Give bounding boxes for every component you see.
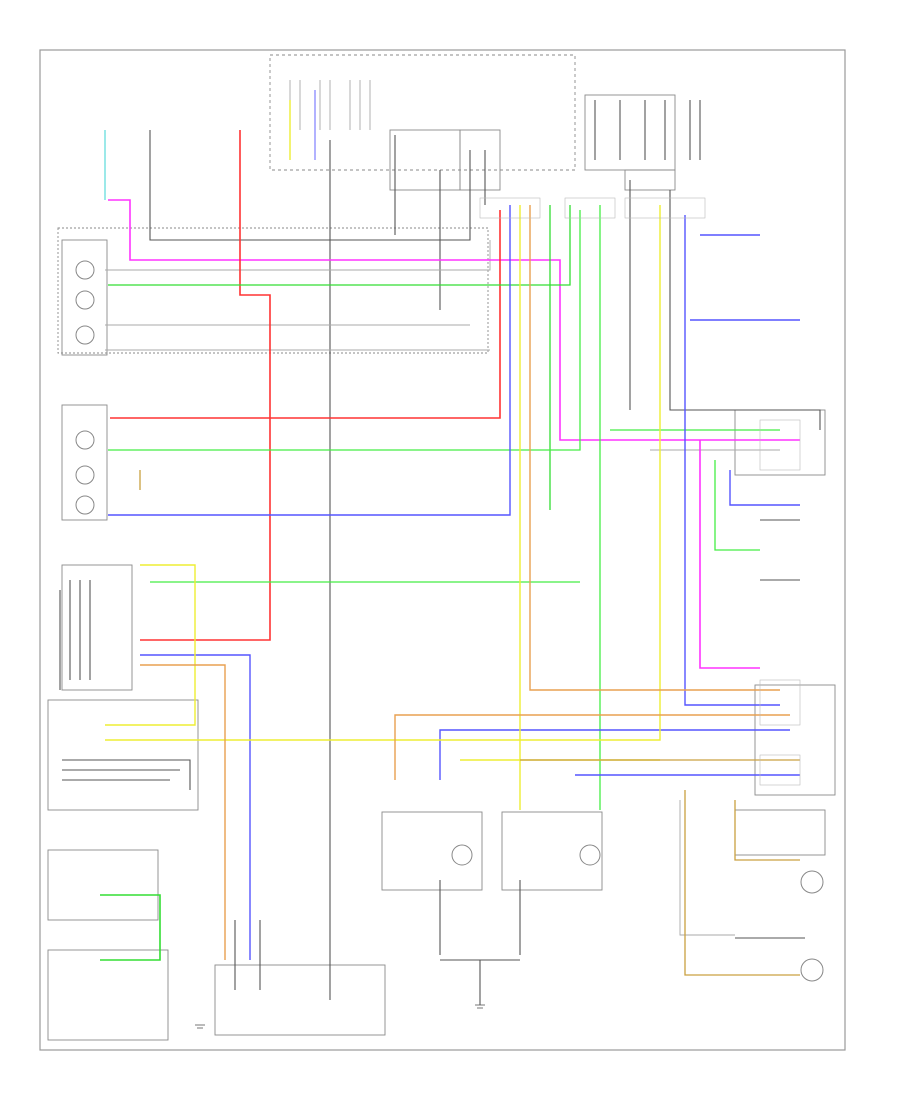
right-side-modules [734, 409, 836, 982]
gray-wires [105, 240, 780, 936]
green-wire-8 [714, 460, 760, 551]
blue-wire-3 [684, 215, 780, 706]
magenta-wire-2 [699, 440, 760, 669]
green-wire-6 [100, 894, 161, 961]
blue-wire-4 [439, 729, 790, 780]
ground-symbols [195, 1004, 485, 1029]
top-fuse-block [269, 54, 576, 191]
blue-wire [108, 205, 511, 516]
orange-wire-2 [529, 205, 780, 691]
red-wire [140, 130, 271, 641]
rf-lamp [57, 227, 489, 356]
blue-wire-7 [729, 470, 800, 506]
yellow-wire-2 [105, 205, 661, 741]
harness-pins [479, 197, 801, 786]
red-wire-2 [110, 210, 501, 419]
green-wire [108, 205, 571, 286]
lower-left-components [47, 699, 386, 1041]
hazard-switch [61, 564, 133, 691]
blue-wire-2 [140, 654, 251, 960]
tan-wire-2 [734, 800, 800, 861]
tan-wire-3 [684, 790, 800, 976]
rr-combo [501, 811, 603, 891]
yellow-wire [105, 564, 196, 726]
green-wire-3 [108, 210, 581, 451]
diagram-frame [39, 49, 846, 1051]
black-wires [59, 130, 821, 1005]
right-fuse-block [584, 94, 701, 191]
orange-wire [140, 664, 226, 960]
lf-lamp [61, 404, 108, 521]
orange-wire-3 [394, 714, 790, 780]
lr-combo [381, 811, 483, 891]
